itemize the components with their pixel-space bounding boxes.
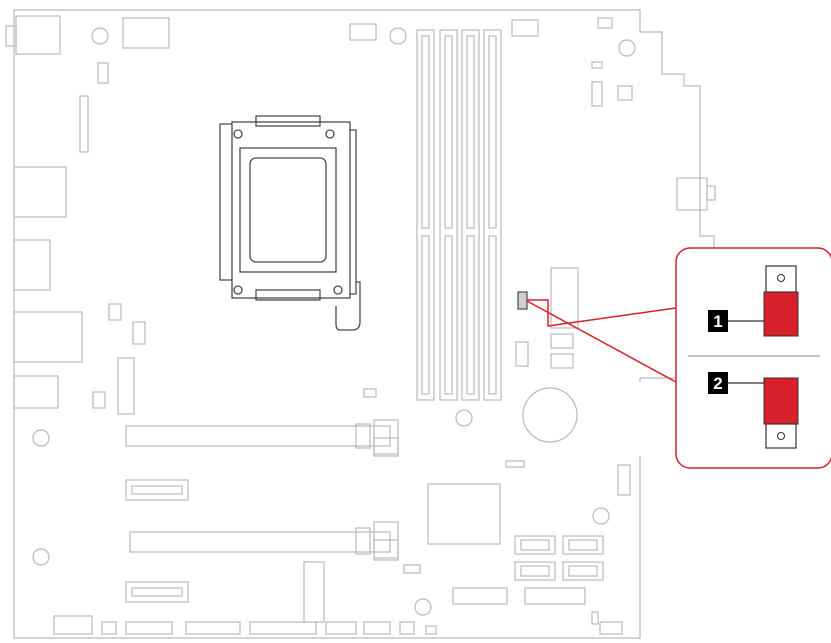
- jumper-cap-1: [763, 291, 799, 337]
- sata-ports: [514, 535, 604, 581]
- battery: [522, 387, 578, 443]
- m2-slot-2: [125, 581, 189, 603]
- io-port-3: [13, 311, 83, 363]
- io-port-4: [13, 375, 59, 409]
- pcie-slot-1: [125, 425, 391, 447]
- cpu-socket: [219, 115, 361, 331]
- board-jumper: [517, 291, 528, 310]
- jumper-setting-1: 1: [708, 265, 799, 337]
- jumper-cap-2: [763, 377, 799, 425]
- m2-slot-1: [125, 479, 189, 501]
- dimm-slots: [416, 29, 502, 401]
- callout-leader: [526, 299, 677, 383]
- board-outline: [14, 9, 715, 248]
- callout-number-2: 2: [713, 374, 722, 393]
- callout-number-1: 1: [713, 312, 722, 331]
- pcie-slot-2: [129, 531, 391, 553]
- io-port-1: [13, 166, 67, 218]
- callout-box: 1 2: [675, 247, 831, 469]
- jumper-setting-2: 2: [708, 372, 799, 449]
- io-port-2: [13, 239, 51, 291]
- top-left-connector: [15, 15, 61, 55]
- chipset: [427, 483, 501, 545]
